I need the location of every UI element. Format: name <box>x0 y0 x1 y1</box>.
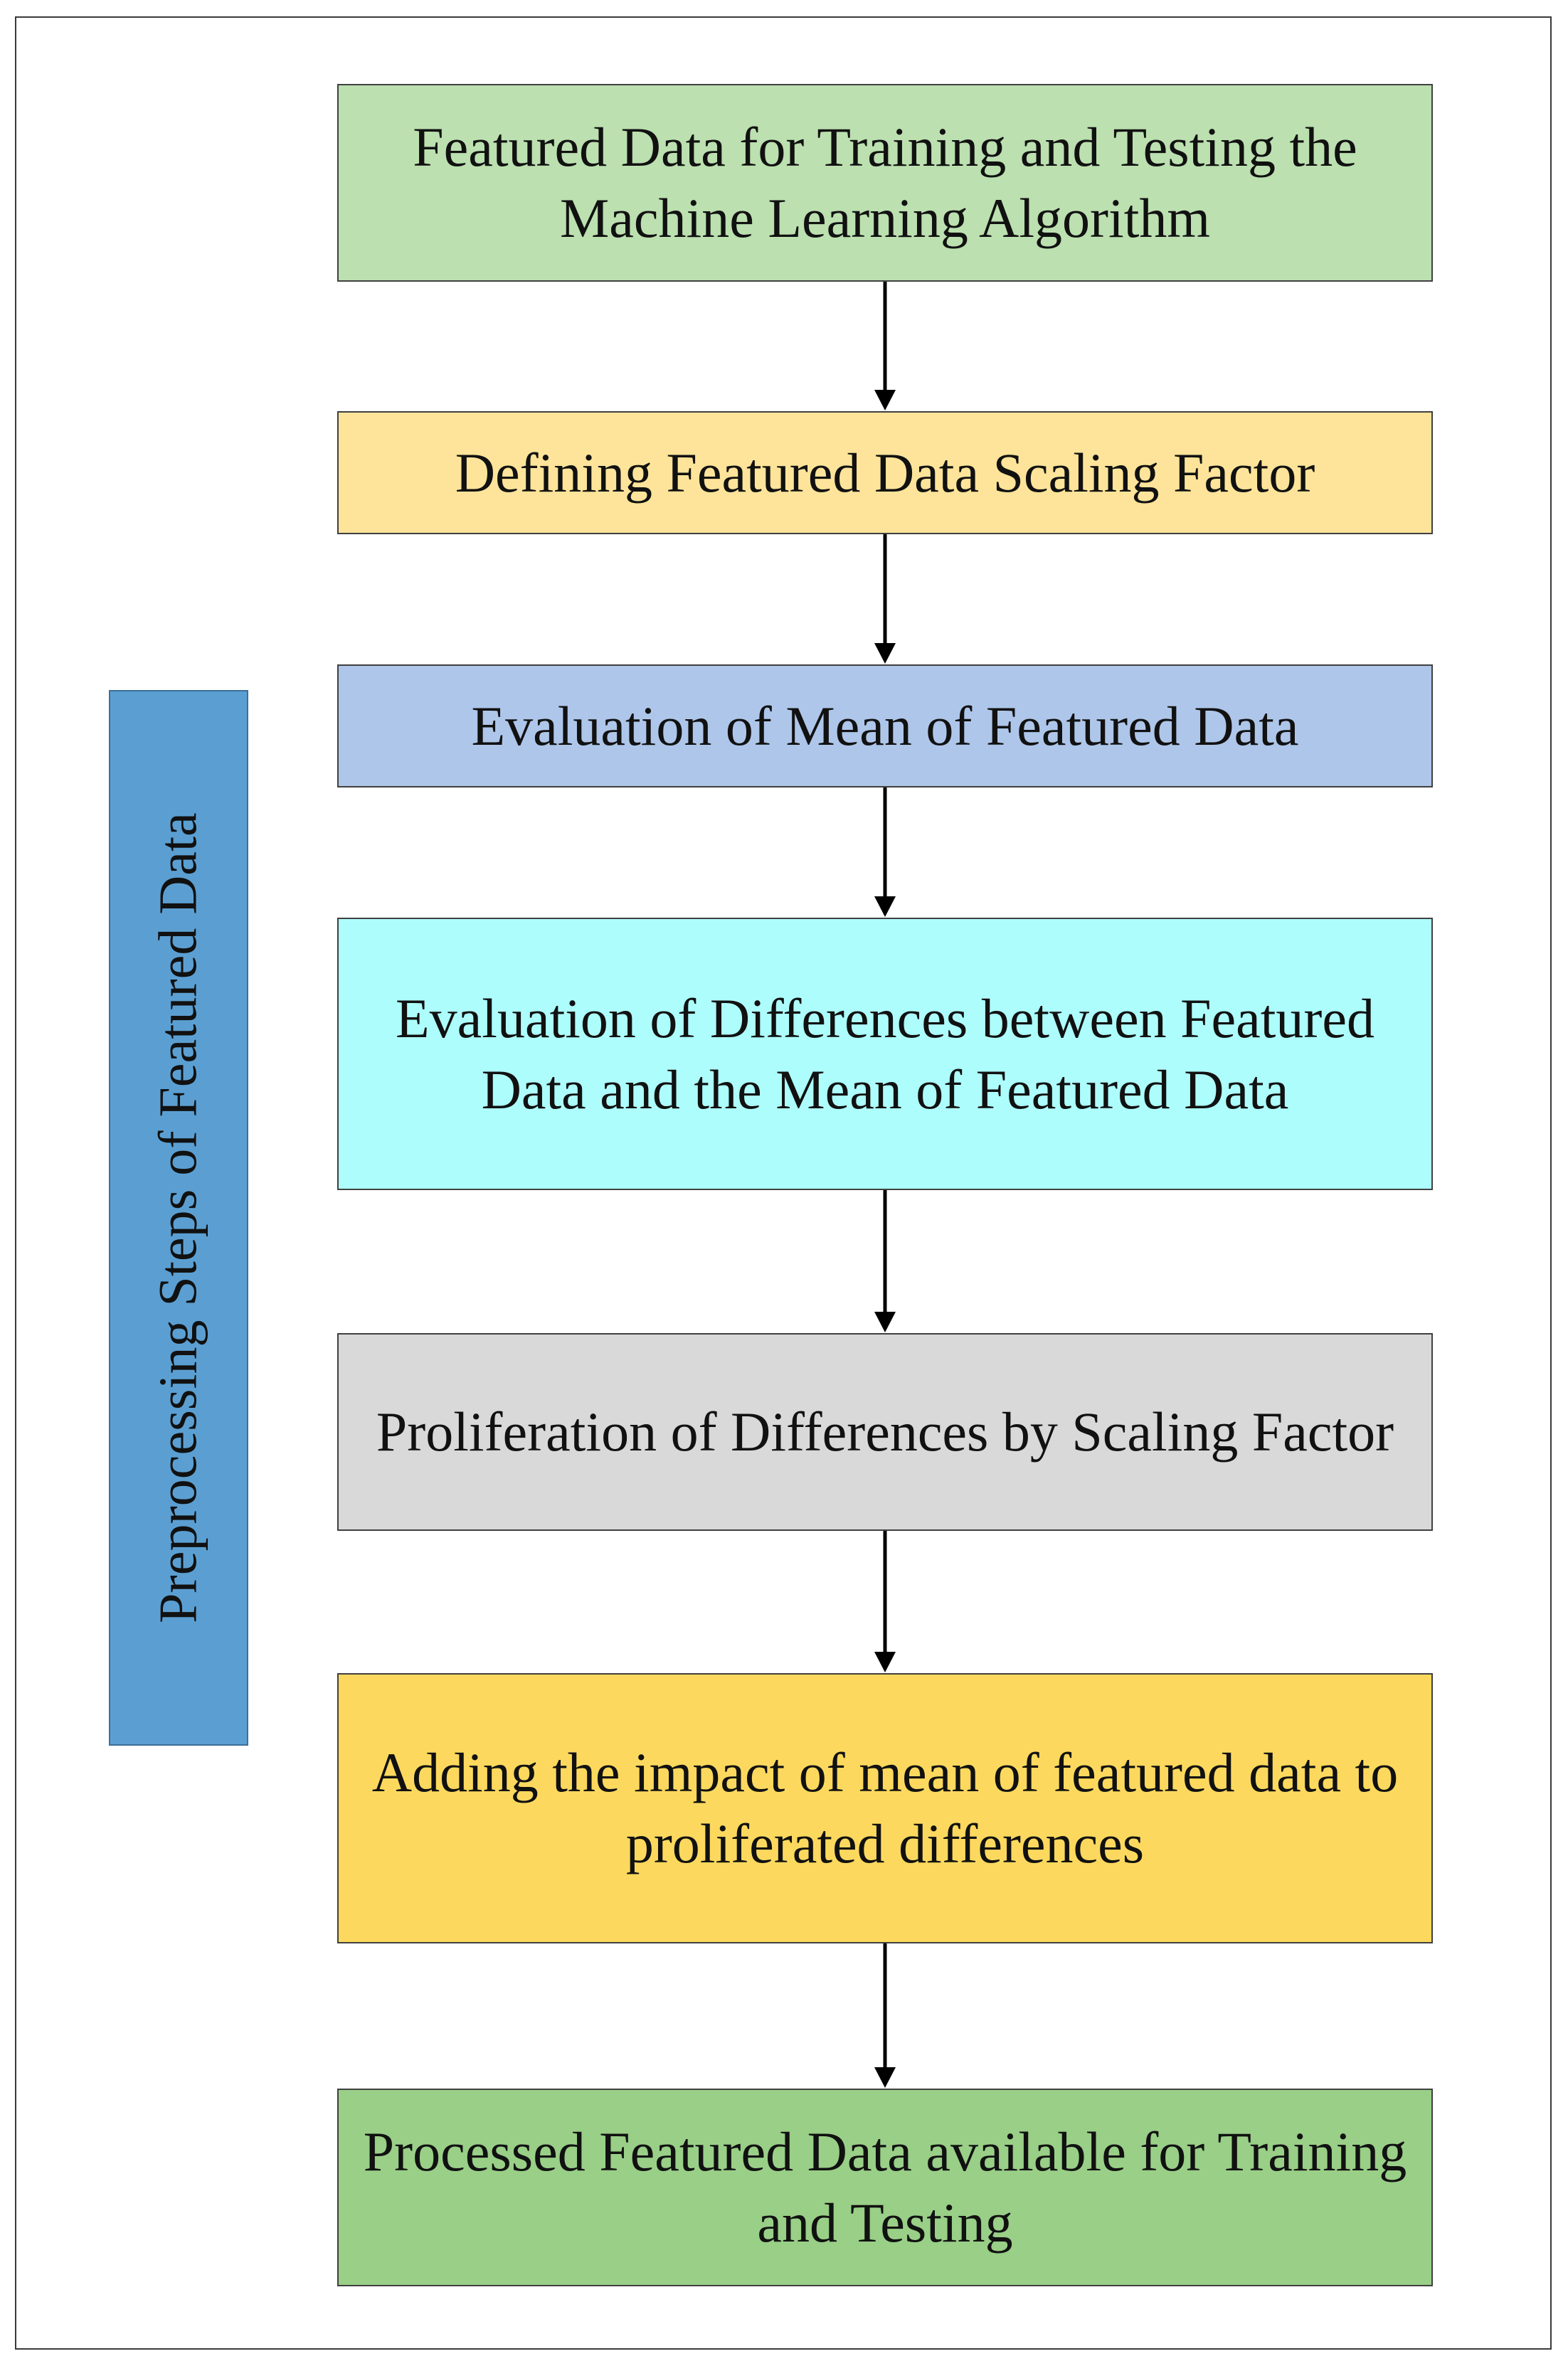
step-5-box: Proliferation of Differences by Scaling … <box>337 1333 1433 1531</box>
step-1-box: Featured Data for Training and Testing t… <box>337 84 1433 282</box>
side-label-box: Preprocessing Steps of Featured Data <box>109 690 248 1746</box>
arrow-head-3 <box>874 896 896 917</box>
step-7-box: Processed Featured Data available for Tr… <box>337 2089 1433 2286</box>
arrow-head-6 <box>874 2067 896 2088</box>
step-3-box: Evaluation of Mean of Featured Data <box>337 664 1433 787</box>
step-6-box: Adding the impact of mean of featured da… <box>337 1673 1433 1943</box>
step-2-box: Defining Featured Data Scaling Factor <box>337 411 1433 534</box>
arrow-head-1 <box>874 390 896 410</box>
arrow-head-5 <box>874 1652 896 1672</box>
arrow-head-2 <box>874 643 896 664</box>
arrow-head-4 <box>874 1312 896 1332</box>
step-4-box: Evaluation of Differences between Featur… <box>337 918 1433 1190</box>
diagram-frame <box>15 16 1552 2350</box>
